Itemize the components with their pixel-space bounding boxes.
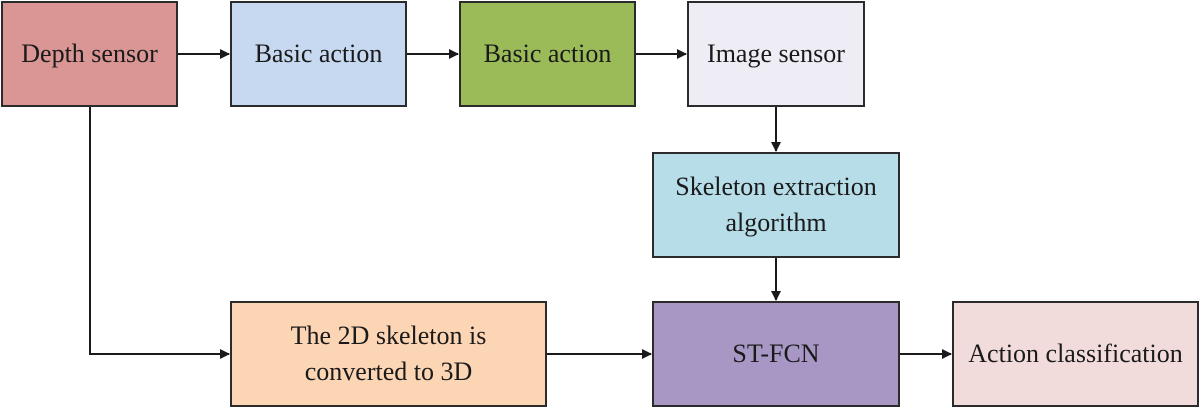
arrow-depth-to-2d3d: [89, 107, 230, 359]
skeleton-2d-to-3d-box: The 2D skeleton is converted to 3D: [230, 301, 547, 407]
skeleton-extraction-label: Skeleton extraction algorithm: [675, 172, 877, 237]
basic-action-label-1: Basic action: [254, 39, 383, 68]
basic-action-box-2: Basic action: [459, 1, 636, 107]
skeleton-2d-to-3d-label: The 2D skeleton is converted to 3D: [290, 321, 487, 386]
st-fcn-label: ST-FCN: [732, 339, 820, 368]
basic-action-box-1: Basic action: [230, 1, 407, 107]
basic-action-label-2: Basic action: [483, 39, 612, 68]
action-classification-box: Action classification: [952, 301, 1199, 407]
image-sensor-label: Image sensor: [707, 39, 845, 68]
depth-sensor-label: Depth sensor: [21, 39, 158, 68]
image-sensor-box: Image sensor: [687, 1, 865, 107]
st-fcn-box: ST-FCN: [652, 301, 900, 407]
skeleton-extraction-box: Skeleton extraction algorithm: [652, 152, 900, 258]
action-classification-label: Action classification: [968, 339, 1183, 368]
depth-sensor-box: Depth sensor: [1, 1, 178, 107]
